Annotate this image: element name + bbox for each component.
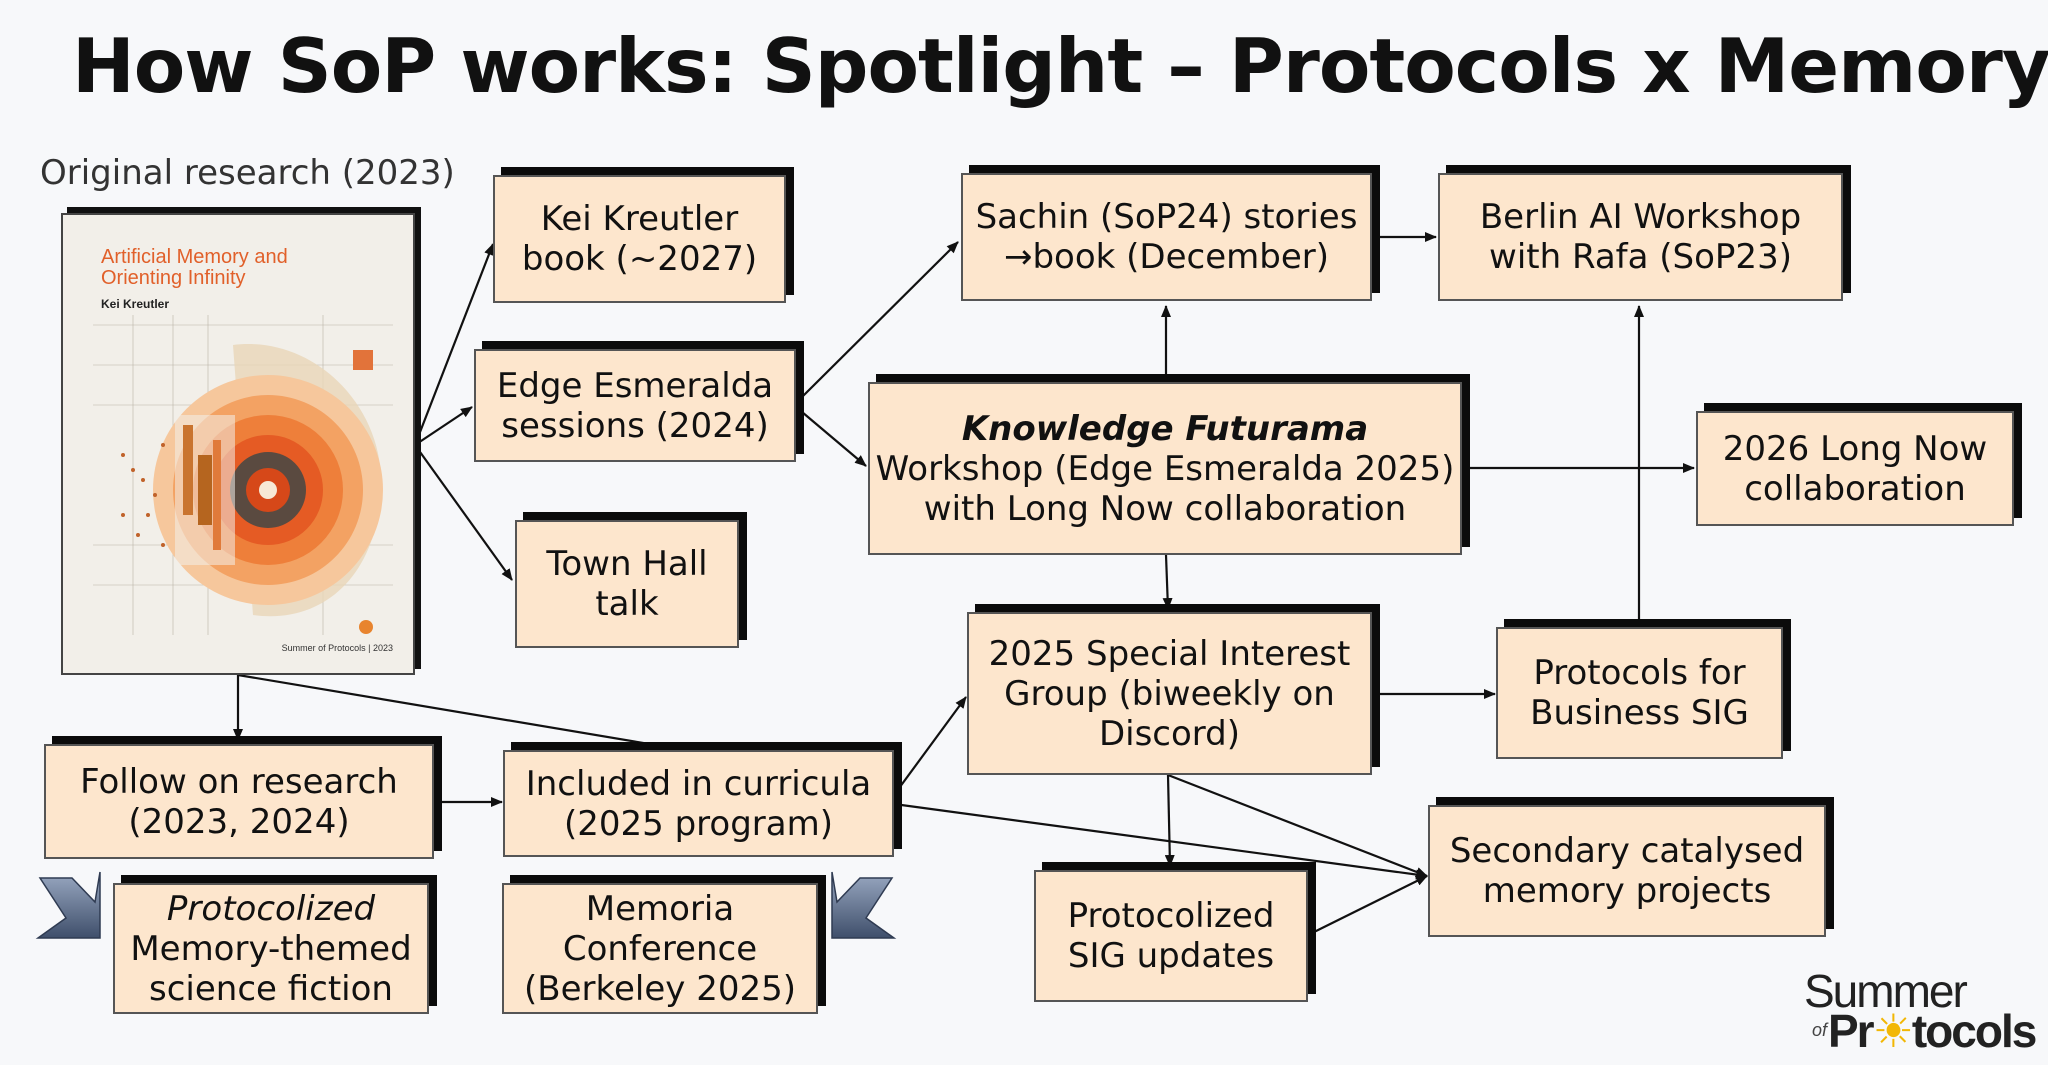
node-sci-fi: Protocolized Memory-themed science ficti… bbox=[113, 883, 429, 1014]
node-sci-fi-line2: Memory-themed bbox=[130, 929, 411, 969]
node-kei-book-line1: Kei Kreutler bbox=[541, 199, 738, 239]
edge-sig-updates-to-secondary bbox=[1308, 876, 1427, 935]
sun-icon: ☀ bbox=[1873, 1005, 1912, 1057]
node-secondary-line2: memory projects bbox=[1483, 871, 1772, 911]
node-town-hall-line2: talk bbox=[595, 584, 658, 624]
node-long-now: 2026 Long Now collaboration bbox=[1696, 411, 2014, 526]
node-curricula: Included in curricula (2025 program) bbox=[503, 750, 894, 857]
node-curricula-line1: Included in curricula bbox=[526, 764, 872, 804]
node-sig: 2025 Special Interest Group (biweekly on… bbox=[967, 612, 1372, 775]
edge-curricula-to-sig bbox=[894, 697, 966, 795]
logo-of: of bbox=[1812, 1020, 1827, 1041]
node-business-sig-line1: Protocols for bbox=[1533, 653, 1745, 693]
edge-cover-to-curricula bbox=[238, 675, 697, 752]
node-sig-line3: Discord) bbox=[1099, 714, 1240, 754]
node-sachin-line2: →book (December) bbox=[1004, 237, 1329, 277]
cover-book-title-line1: Artificial Memory and bbox=[101, 246, 288, 268]
node-secondary: Secondary catalysed memory projects bbox=[1428, 805, 1826, 937]
callout-arrow-right-icon bbox=[832, 872, 894, 938]
node-town-hall-line1: Town Hall bbox=[546, 544, 707, 584]
callout-arrow-left-icon bbox=[38, 872, 100, 938]
edge-sig-to-sig-updates bbox=[1168, 775, 1170, 866]
cover-footer: Summer of Protocols | 2023 bbox=[282, 643, 393, 653]
node-edge-sessions: Edge Esmeralda sessions (2024) bbox=[474, 349, 796, 462]
node-sci-fi-line3: science fiction bbox=[149, 969, 393, 1009]
edge-futurama-to-sig bbox=[1166, 555, 1168, 609]
node-kei-book-line2: book (~2027) bbox=[522, 239, 757, 279]
node-futurama: Knowledge Futurama Workshop (Edge Esmera… bbox=[868, 382, 1462, 555]
node-memoria-line1: Memoria bbox=[586, 889, 734, 929]
node-sachin-line1: Sachin (SoP24) stories bbox=[976, 197, 1358, 237]
cover-book-title: Artificial Memory and Orienting Infinity bbox=[101, 247, 288, 289]
node-sci-fi-line1: Protocolized bbox=[167, 889, 375, 929]
cover-book-title-line2: Orienting Infinity bbox=[101, 267, 246, 289]
node-sig-updates-line1: Protocolized bbox=[1068, 896, 1275, 936]
node-kei-book: Kei Kreutler book (~2027) bbox=[493, 175, 786, 303]
summer-of-protocols-logo: Summer of Pr☀tocols bbox=[1804, 964, 2034, 1056]
node-edge-sessions-line1: Edge Esmeralda bbox=[497, 366, 773, 406]
node-long-now-line2: collaboration bbox=[1744, 469, 1966, 509]
node-memoria: Memoria Conference (Berkeley 2025) bbox=[502, 883, 818, 1014]
node-sig-line1: 2025 Special Interest bbox=[989, 634, 1351, 674]
book-cover-image: Artificial Memory and Orienting Infinity… bbox=[61, 213, 415, 675]
node-business-sig: Protocols for Business SIG bbox=[1496, 627, 1783, 759]
node-follow-on-line2: (2023, 2024) bbox=[128, 802, 349, 842]
node-berlin-line1: Berlin AI Workshop bbox=[1480, 197, 1801, 237]
edge-edge-sessions-to-futurama bbox=[802, 412, 866, 466]
node-follow-on-line1: Follow on research bbox=[80, 762, 398, 802]
node-berlin: Berlin AI Workshop with Rafa (SoP23) bbox=[1438, 173, 1843, 301]
node-curricula-line2: (2025 program) bbox=[564, 804, 833, 844]
node-town-hall: Town Hall talk bbox=[515, 520, 739, 648]
edge-edge-sessions-to-sachin bbox=[802, 242, 958, 397]
node-futurama-title: Knowledge Futurama bbox=[962, 409, 1368, 449]
node-sig-updates: Protocolized SIG updates bbox=[1034, 870, 1308, 1002]
node-sig-line2: Group (biweekly on bbox=[1004, 674, 1335, 714]
edge-curricula-to-secondary bbox=[894, 804, 1427, 876]
node-futurama-line3: with Long Now collaboration bbox=[924, 489, 1406, 529]
node-sig-updates-line2: SIG updates bbox=[1068, 936, 1274, 976]
node-edge-sessions-line2: sessions (2024) bbox=[501, 406, 768, 446]
node-follow-on: Follow on research (2023, 2024) bbox=[44, 744, 434, 859]
node-business-sig-line2: Business SIG bbox=[1530, 693, 1749, 733]
edge-cover-to-town-hall bbox=[415, 445, 512, 580]
node-secondary-line1: Secondary catalysed bbox=[1450, 831, 1804, 871]
edge-sig-to-secondary bbox=[1168, 775, 1427, 876]
node-memoria-line2: Conference bbox=[563, 929, 757, 969]
node-memoria-line3: (Berkeley 2025) bbox=[524, 969, 796, 1009]
node-futurama-line2: Workshop (Edge Esmeralda 2025) bbox=[876, 449, 1455, 489]
logo-protocols-end: tocols bbox=[1912, 1005, 2035, 1057]
logo-protocols: Pr☀tocols bbox=[1828, 1004, 2035, 1058]
cover-author: Kei Kreutler bbox=[101, 297, 169, 311]
logo-protocols-start: Pr bbox=[1828, 1005, 1873, 1057]
node-berlin-line2: with Rafa (SoP23) bbox=[1489, 237, 1792, 277]
node-sachin: Sachin (SoP24) stories →book (December) bbox=[961, 173, 1372, 301]
node-long-now-line1: 2026 Long Now bbox=[1723, 429, 1987, 469]
